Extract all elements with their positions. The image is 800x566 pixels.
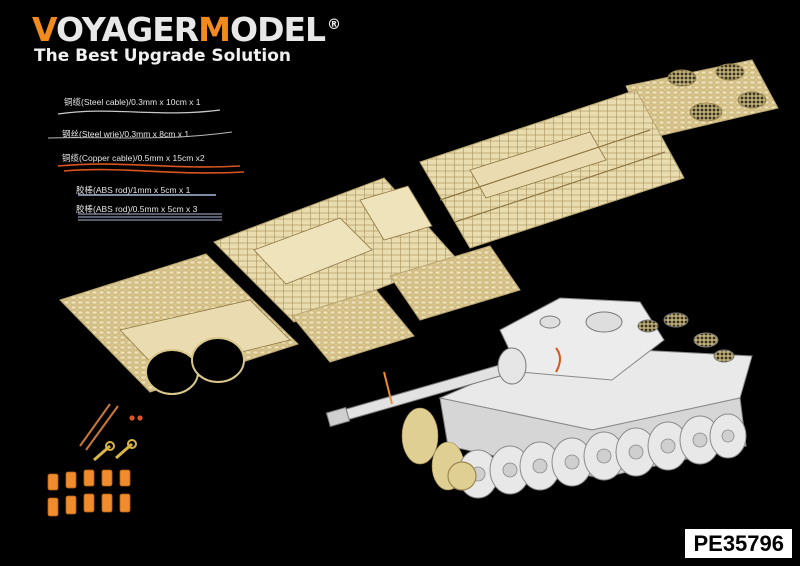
- rear-mesh-grills: [663, 312, 735, 363]
- tank-model: [325, 297, 753, 499]
- steel-wire: [47, 131, 233, 139]
- gun-mantlet: [497, 347, 527, 385]
- copper-cable-label: 铜缆(Copper cable)/0.5mm x 15cm x2: [62, 153, 205, 163]
- copper-cable-2: [63, 168, 245, 174]
- steel-wire-label: 钢丝(Steel wrie)/0.3mm x 8cm x 1: [62, 129, 190, 139]
- copper-cable-1: [57, 163, 241, 168]
- brand-text-oyager: OYAGER: [55, 10, 199, 49]
- fret-large-right: [419, 89, 685, 249]
- abs-rod-1mm-label: 胶棒(ABS rod)/1mm x 5cm x 1: [76, 185, 191, 195]
- commander-cupola: [585, 311, 623, 333]
- drive-sprocket: [447, 461, 477, 491]
- brass-hook-1: [93, 441, 115, 462]
- brand-logo: VOYAGERMODEL®: [32, 10, 341, 49]
- brand-slogan: The Best Upgrade Solution: [34, 46, 292, 66]
- registered-mark: ®: [327, 17, 341, 33]
- product-code: PE35796: [685, 529, 792, 558]
- brand-letter-m: M: [198, 10, 231, 49]
- fret-left-large: [59, 253, 299, 395]
- resin-cylinders: [47, 469, 131, 517]
- muzzle-brake: [325, 406, 351, 428]
- brand-text-odel: ODEL: [230, 10, 326, 49]
- fret-small-mid: [389, 245, 521, 321]
- fret-small-lower: [291, 289, 415, 363]
- steel-cable-label: 铜缆(Steel cable)/0.3mm x 10cm x 1: [64, 97, 201, 107]
- brand-letter-v: V: [32, 10, 57, 49]
- brass-hook-2: [115, 439, 137, 460]
- steel-cable: [57, 109, 221, 115]
- wire-samples: [47, 109, 245, 221]
- small-parts: [79, 403, 143, 462]
- abs-rod-05mm-label: 胶棒(ABS rod)/0.5mm x 5cm x 3: [76, 204, 198, 214]
- fret-opening-right: [191, 337, 245, 383]
- fret-opening-left: [145, 349, 199, 395]
- fret-top-right: [625, 59, 779, 139]
